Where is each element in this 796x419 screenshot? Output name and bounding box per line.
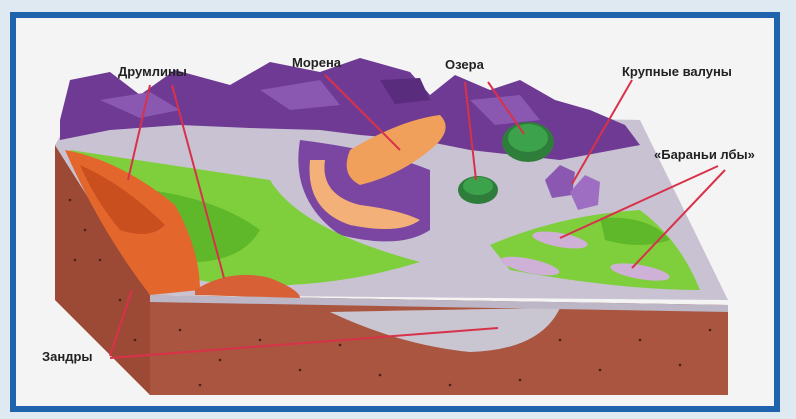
label-drumlins: Друмлины xyxy=(118,64,187,79)
label-roches: «Бараньи лбы» xyxy=(654,147,755,162)
label-moraine: Морена xyxy=(292,55,341,70)
label-outwash: Зандры xyxy=(42,349,93,364)
label-lakes: Озера xyxy=(445,57,484,72)
label-boulders: Крупные валуны xyxy=(622,64,732,79)
